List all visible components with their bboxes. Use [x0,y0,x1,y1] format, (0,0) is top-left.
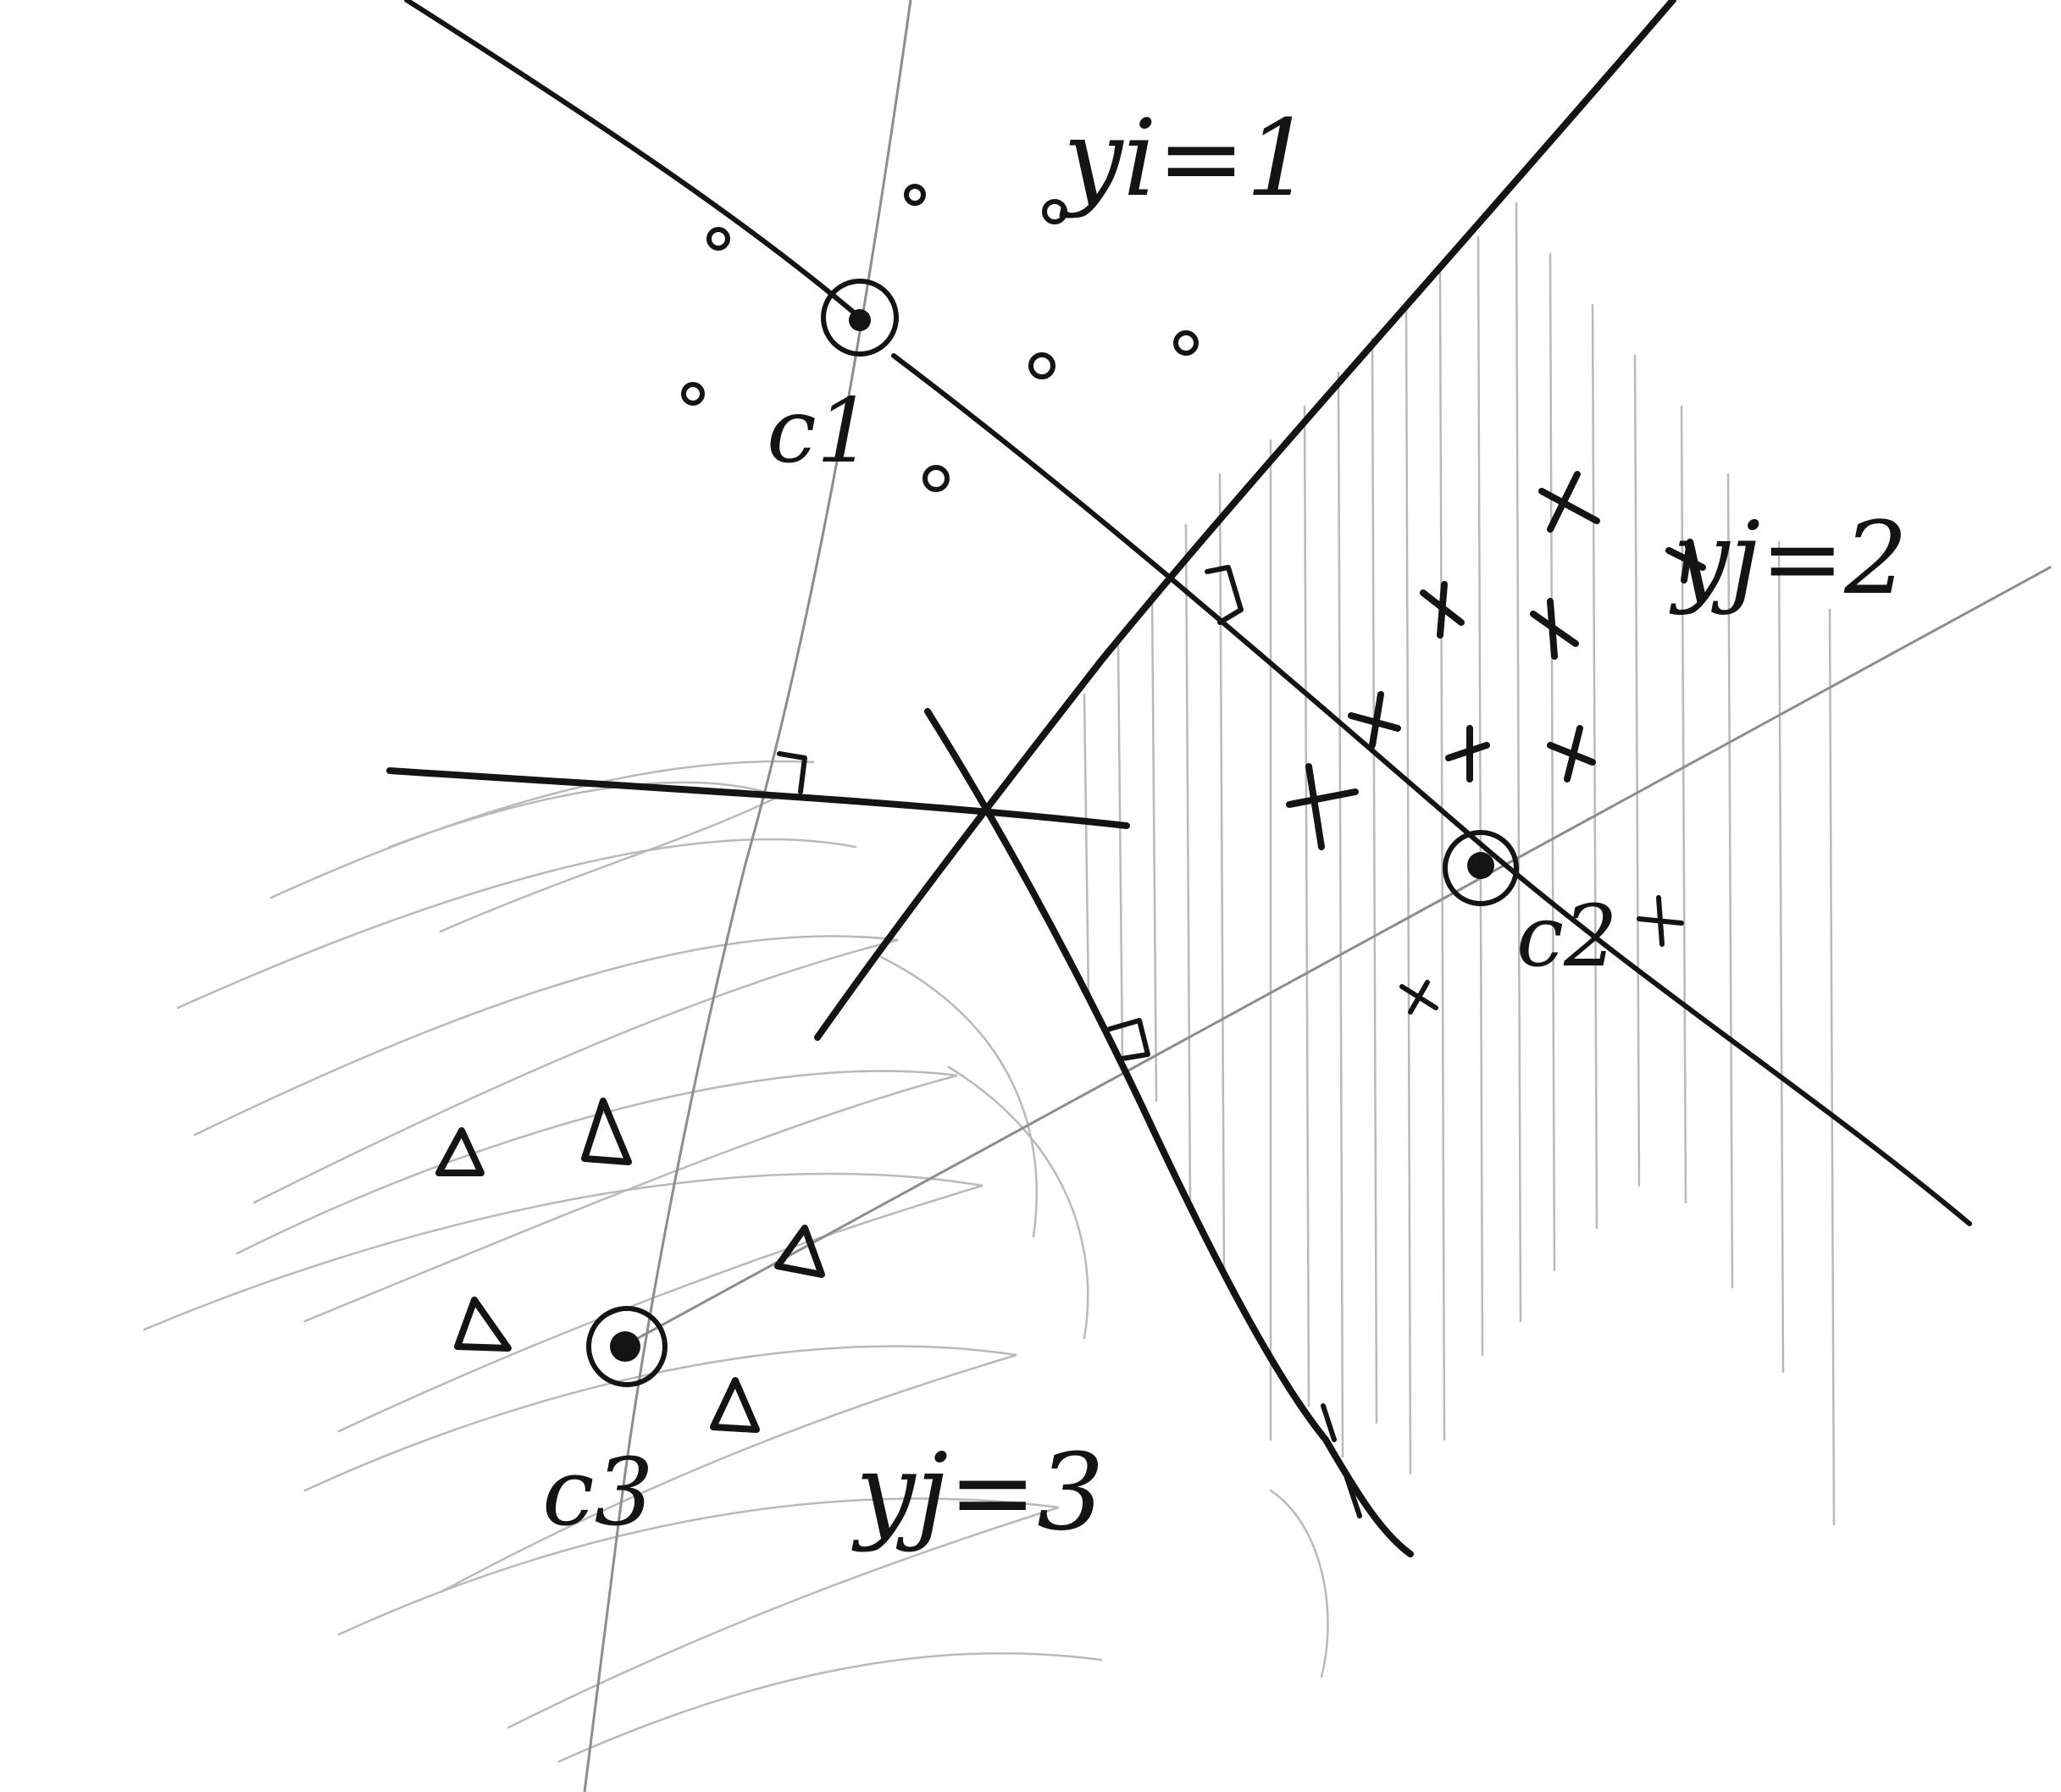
label-c3: c3 [542,1438,654,1546]
class-1-points [681,184,1199,492]
centroid-c3 [586,1306,668,1387]
data-point-cross [1637,895,1684,947]
data-point-circle [681,382,705,406]
right-angle-marker [1107,1018,1150,1061]
scribble-region-class-3 [142,760,1329,1763]
hatching-region-class-2 [1083,202,1836,1526]
data-point-cross [1445,725,1490,783]
centroid-c2 [1443,830,1519,906]
data-point-cross [1547,725,1596,783]
right-angle-marker [1205,565,1244,625]
centroid-c1 [821,279,899,357]
label-class-2: yj=2 [1669,500,1908,617]
data-point-circle [706,227,730,251]
data-point-circle [922,465,950,492]
data-point-triangle [435,1127,485,1176]
label-class-1: yi=1 [1059,97,1313,220]
data-point-cross [1286,763,1359,850]
data-point-cross [1538,471,1600,533]
data-point-cross [1348,691,1401,749]
data-point-cross [1399,980,1438,1015]
label-c2: c2 [1516,887,1618,986]
ink-lines [386,0,1972,1557]
data-point-circle [1173,330,1199,356]
labels: c1 c2 c3 yi=1 yj=2 yj=3 [542,97,1908,1554]
data-point-cross [1420,581,1465,639]
data-point-circle [1028,352,1055,379]
label-c1: c1 [767,379,873,483]
data-point-cross [1665,539,1706,584]
data-point-triangle [454,1297,512,1352]
class-2-points [1286,471,1706,1015]
data-point-circle [904,184,926,206]
data-point-triangle [710,1377,760,1433]
data-point-triangle [581,1098,632,1165]
data-point-cross [1530,598,1579,660]
class-3-points [435,1098,825,1433]
data-point-circle [1042,199,1067,224]
data-point-triangle [774,1225,825,1278]
label-class-3: yj=3 [851,1431,1105,1554]
construction-lines [583,0,2052,1792]
